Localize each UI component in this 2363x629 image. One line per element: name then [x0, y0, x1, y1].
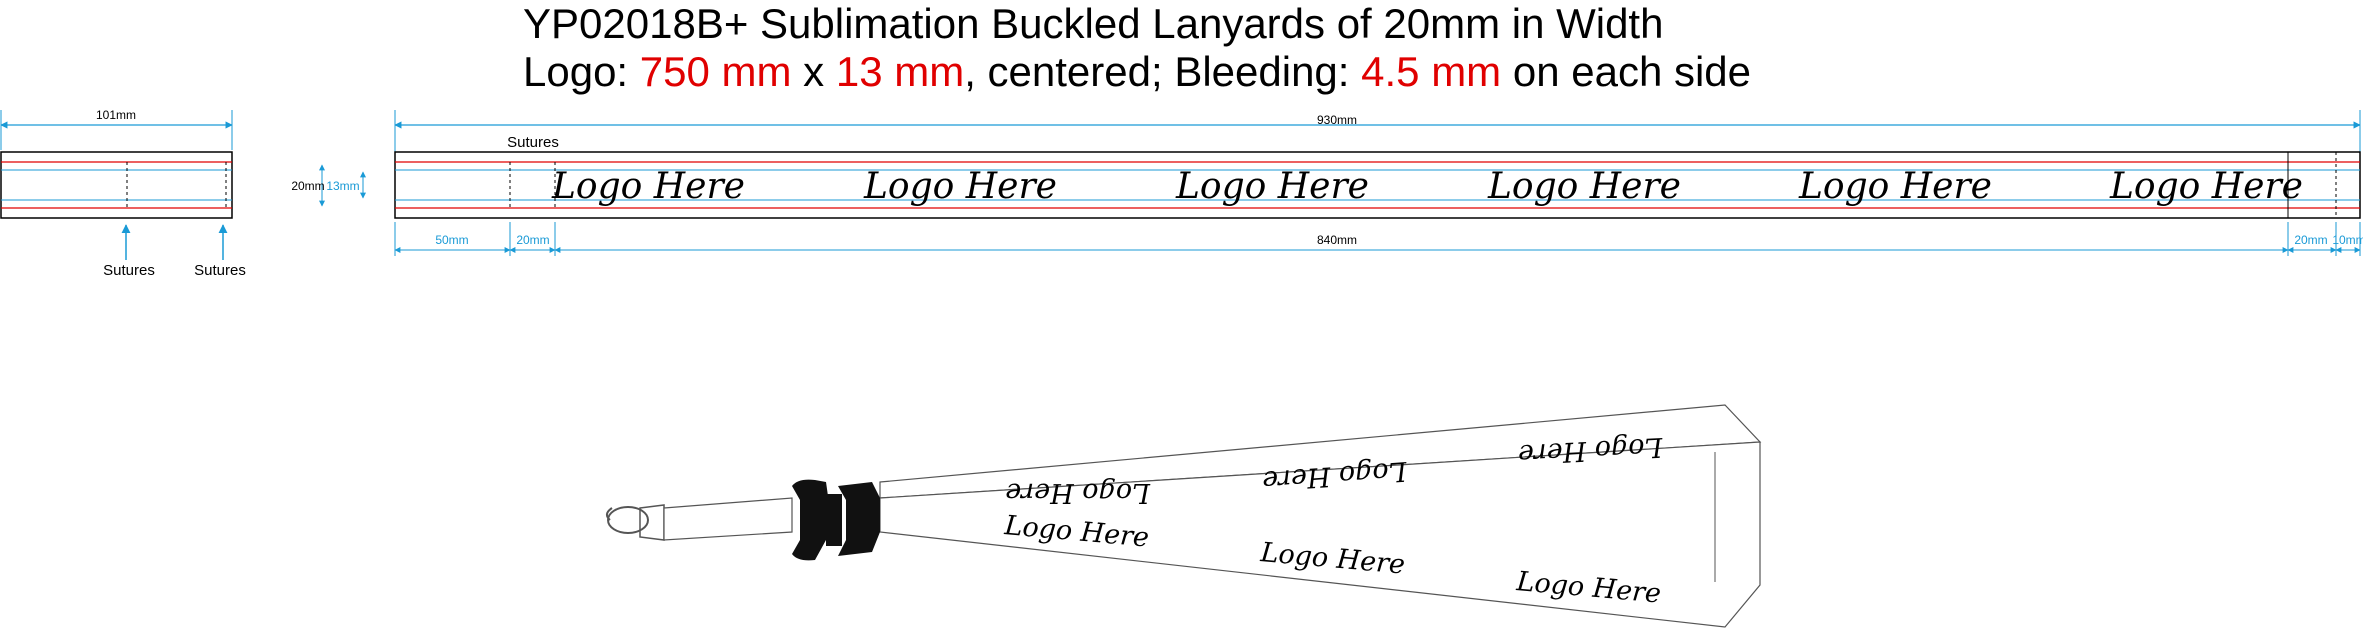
strip-logo-2: Logo Here: [863, 166, 1057, 207]
title-line-1: YP02018B+ Sublimation Buckled Lanyards o…: [523, 0, 1664, 47]
strip-outline: [394, 151, 2361, 219]
buckle-joint: [826, 494, 842, 546]
side-sutures-label-right: Sutures: [194, 262, 246, 279]
hook-clip: [607, 506, 649, 534]
strip-logo-3: Logo Here: [1175, 166, 1369, 207]
lanyard-logo-upper-3: Logo Here: [1517, 431, 1664, 470]
logo-height-value: 13 mm: [835, 48, 965, 95]
seg-suture-left-label: 20mm: [516, 233, 549, 247]
bleeding-label: , centered; Bleeding:: [964, 48, 1362, 95]
side-sutures-label-left: Sutures: [103, 262, 155, 279]
logo-width-value: 750 mm: [639, 48, 792, 95]
seg-suture-right-label: 20mm: [2294, 233, 2327, 247]
seg-right-label: 10mm: [2332, 233, 2363, 247]
total-length-label: 930mm: [1317, 113, 1357, 127]
bleeding-value: 4.5 mm: [1361, 48, 1502, 95]
side-view: 101mm Sutures Sutures: [0, 108, 246, 279]
strip-height-label: 20mm: [291, 179, 324, 193]
strip-logo-height-label: 13mm: [326, 179, 359, 193]
strip-sutures-label: Sutures: [507, 134, 559, 151]
seg-left-label: 50mm: [435, 233, 468, 247]
hook-connector: [639, 504, 665, 541]
lanyard-illustration: Logo Here Logo Here Logo Here Logo Here …: [606, 404, 1762, 628]
strip-logos: Logo Here Logo Here Logo Here Logo Here …: [551, 166, 2303, 207]
buckle-male: [838, 482, 880, 556]
logo-span-label: 840mm: [1317, 233, 1357, 247]
title-line-2: Logo: 750 mm x 13 mm, centered; Bleeding…: [523, 48, 1751, 96]
strip-logo-1: Logo Here: [551, 166, 745, 207]
lanyard-logo-upper-1: Logo Here: [1005, 477, 1151, 508]
side-strip-outline: [0, 151, 233, 219]
buckle-female: [792, 479, 830, 561]
hook-strap: [663, 497, 793, 541]
by-separator: x: [791, 48, 836, 95]
strip-logo-6: Logo Here: [2109, 166, 2303, 207]
side-width-label: 101mm: [96, 108, 136, 122]
logo-label: Logo:: [523, 48, 640, 95]
strip-logo-5: Logo Here: [1798, 166, 1992, 207]
main-strip: 930mm Sutures 20mm 13mm Logo Here Logo H…: [291, 110, 2363, 256]
strip-logo-4: Logo Here: [1487, 166, 1681, 207]
each-side-label: on each side: [1501, 48, 1752, 95]
hook-latch: [606, 507, 613, 521]
